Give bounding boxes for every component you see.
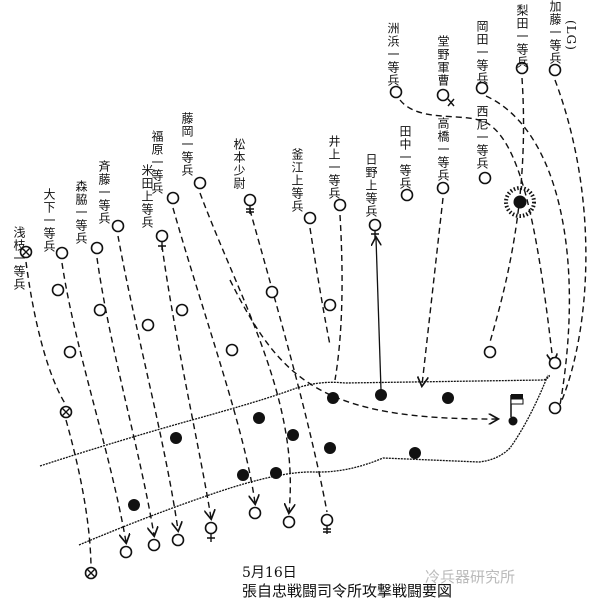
marker-matsumoto bbox=[243, 193, 257, 207]
marker-mid-3 bbox=[141, 318, 155, 332]
marker-cross-icons bbox=[21, 98, 455, 578]
label-fukuhara: 福原一等兵 bbox=[150, 130, 164, 195]
marker-hino bbox=[368, 218, 382, 232]
marker-mid-5 bbox=[265, 285, 279, 299]
path-yoneda bbox=[161, 245, 211, 518]
label-moriwaki: 森脇一等兵 bbox=[74, 180, 88, 245]
label-saito: 斉藤一等兵 bbox=[97, 160, 111, 225]
path-takahashi bbox=[422, 197, 444, 385]
enemy-dot bbox=[327, 392, 339, 404]
path-asaeda-2 bbox=[65, 419, 92, 566]
marker-nashida bbox=[515, 61, 529, 75]
path-oshita bbox=[61, 262, 126, 542]
enemy-dot bbox=[170, 432, 182, 444]
marker-end-3 bbox=[171, 533, 185, 547]
marker-end-4 bbox=[204, 521, 218, 535]
explosion-icon bbox=[504, 186, 536, 218]
enemy-positions bbox=[128, 389, 518, 511]
caption-title: 張自忠戦闘司令所攻撃戦闘要図 bbox=[242, 582, 453, 600]
path-to-flag bbox=[229, 279, 497, 419]
path-saito bbox=[117, 235, 178, 530]
path-suhama bbox=[399, 99, 553, 362]
marker-mid-4 bbox=[175, 303, 189, 317]
marker-end-6 bbox=[282, 515, 296, 529]
label-kato: 加藤一等兵 bbox=[548, 0, 562, 65]
path-moriwaki bbox=[96, 257, 154, 535]
label-takahashi: 高橋一等兵 bbox=[436, 117, 450, 182]
marker-moriwaki bbox=[90, 241, 104, 255]
marker-mid-1 bbox=[51, 283, 65, 297]
enemy-dot bbox=[409, 447, 421, 459]
path-asaeda bbox=[25, 261, 67, 406]
path-kamae bbox=[309, 227, 331, 346]
marker-oshita bbox=[55, 246, 69, 260]
marker-yoneda bbox=[155, 229, 169, 243]
caption-date: 5月16日 bbox=[242, 565, 297, 581]
enemy-dot bbox=[287, 429, 299, 441]
enemy-dot bbox=[442, 392, 454, 404]
path-fukuhara bbox=[172, 207, 255, 503]
label-tanaka: 田中一等兵 bbox=[398, 125, 412, 190]
path-fujioka bbox=[199, 192, 290, 512]
command-post-dot bbox=[508, 416, 518, 426]
enemy-dot bbox=[128, 499, 140, 511]
enemy-dot bbox=[375, 389, 387, 401]
label-dono: 堂野軍曹 bbox=[436, 35, 450, 87]
marker-okada bbox=[475, 81, 489, 95]
label-suhama: 洲浜一等兵 bbox=[386, 22, 400, 87]
label-inoue: 井上一等兵 bbox=[327, 135, 341, 200]
label-asaeda: 浅枝一等兵 bbox=[12, 226, 26, 291]
marker-fukuhara bbox=[166, 191, 180, 205]
marker-suhama bbox=[389, 85, 403, 99]
movement-paths bbox=[25, 77, 587, 566]
label-yoneda: 米田上等兵 bbox=[140, 164, 154, 229]
path-kato bbox=[554, 79, 587, 401]
label-kato-note: (LG) bbox=[564, 20, 578, 51]
label-nashida: 梨田一等兵 bbox=[515, 4, 529, 69]
marker-nishio bbox=[478, 171, 492, 185]
flag-icon bbox=[510, 394, 524, 417]
marker-fujioka bbox=[193, 176, 207, 190]
marker-mid-7 bbox=[63, 345, 77, 359]
label-matsumoto: 松本少尉 bbox=[232, 138, 246, 190]
label-hino: 日野上等兵 bbox=[364, 153, 378, 218]
enemy-dot bbox=[324, 442, 336, 454]
marker-right-1 bbox=[483, 345, 497, 359]
label-fujioka: 藤岡一等兵 bbox=[180, 112, 194, 177]
marker-mid-2 bbox=[93, 303, 107, 317]
marker-saito bbox=[111, 219, 125, 233]
marker-mid-6 bbox=[323, 298, 337, 312]
marker-right-3 bbox=[548, 401, 562, 415]
marker-end-1 bbox=[119, 545, 133, 559]
marker-right-2 bbox=[548, 356, 562, 370]
path-okada bbox=[485, 95, 571, 406]
enemy-dot bbox=[237, 469, 249, 481]
marker-inoue bbox=[333, 198, 347, 212]
marker-mid-8 bbox=[225, 343, 239, 357]
enemy-dot bbox=[270, 467, 282, 479]
marker-end-7 bbox=[320, 513, 334, 527]
label-oshita: 大下一等兵 bbox=[42, 188, 56, 253]
marker-tanaka bbox=[400, 188, 414, 202]
path-inoue bbox=[334, 214, 343, 381]
enemy-dot bbox=[253, 412, 265, 424]
path-matsumoto bbox=[249, 209, 328, 513]
river-lower-bank bbox=[78, 374, 549, 546]
marker-kamae bbox=[303, 211, 317, 225]
label-kamae: 釜江上等兵 bbox=[290, 148, 304, 213]
marker-end-2 bbox=[147, 538, 161, 552]
marker-end-5 bbox=[248, 506, 262, 520]
marker-takahashi bbox=[436, 181, 450, 195]
label-okada: 岡田一等兵 bbox=[475, 20, 489, 85]
label-nishio: 西尼一等兵 bbox=[475, 105, 489, 170]
marker-kato bbox=[548, 63, 562, 77]
path-nashida bbox=[489, 77, 525, 343]
watermark: 冷兵器研究所 bbox=[425, 568, 516, 586]
river-upper-bank bbox=[39, 374, 550, 467]
marker-dono bbox=[436, 88, 450, 102]
path-hino bbox=[376, 238, 382, 391]
